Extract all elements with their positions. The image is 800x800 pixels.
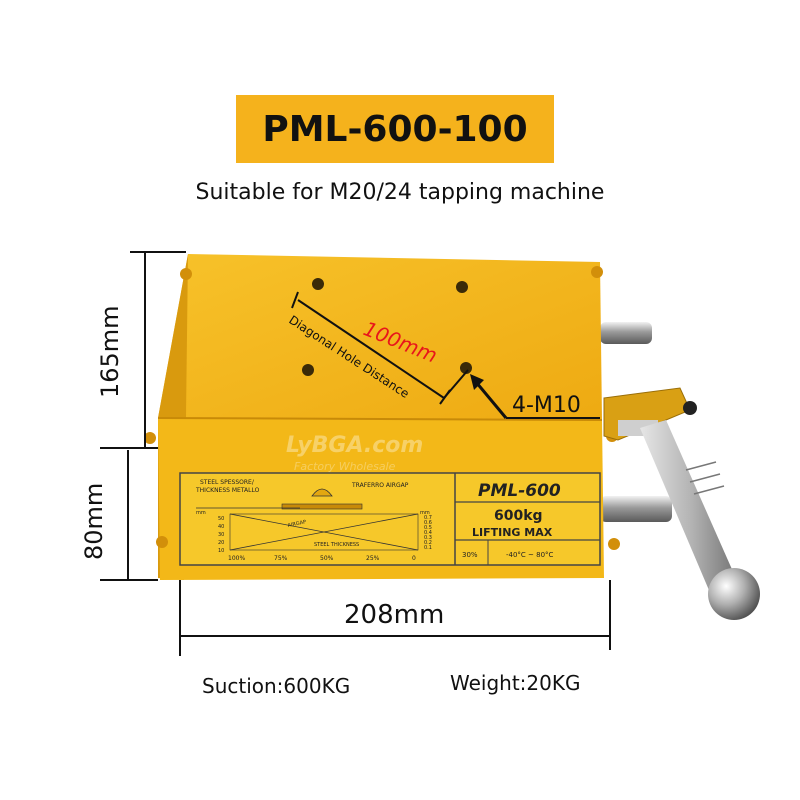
plate-right-tick-4: 0.3: [424, 535, 432, 541]
plate-right-tick-5: 0.2: [424, 540, 432, 546]
lower-rod: [600, 496, 672, 522]
plate-right-tick-3: 0.4: [424, 530, 432, 536]
lever-knob: [708, 568, 760, 620]
svg-text:TRAFERRO AIRGAP: TRAFERRO AIRGAP: [351, 482, 409, 489]
plate-model: PML-600: [478, 481, 561, 501]
plate-bottom-tick-1: 75%: [274, 555, 288, 562]
spec-plate: [179, 472, 601, 566]
plate-right-tick-0: 0.7: [424, 515, 432, 521]
watermark-brand: LyBGA.com: [286, 433, 423, 458]
svg-text:THICKNESS METALLO: THICKNESS METALLO: [195, 487, 260, 494]
plate-capacity: 600kg: [494, 508, 543, 524]
mount-hole: [302, 364, 314, 376]
width-label: 208mm: [344, 600, 445, 630]
plate-right-tick-1: 0.6: [424, 520, 432, 526]
mount-hole: [460, 362, 472, 374]
height-top-label: 165mm: [96, 305, 124, 398]
svg-text:AIRGAP: AIRGAP: [287, 519, 307, 529]
suction-spec: Suction:600KG: [202, 674, 351, 698]
plate-lifting: LIFTING MAX: [472, 526, 553, 539]
height-bottom-label: 80mm: [80, 482, 108, 560]
svg-text:STEEL SPESSORE/: STEEL SPESSORE/: [200, 479, 255, 486]
thread-label: 4-M10: [512, 393, 581, 418]
model-title-badge: PML-600-100: [236, 95, 554, 163]
plate-left-tick-0: 50: [218, 516, 224, 522]
model-title: PML-600-100: [262, 108, 528, 150]
plate-pct: 30%: [462, 551, 478, 559]
plate-bottom-tick-2: 50%: [320, 555, 334, 562]
plate-temp: -40°C ~ 80°C: [506, 551, 554, 559]
plate-left-tick-2: 30: [218, 532, 224, 538]
top-face: [158, 254, 602, 420]
svg-text:STEEL THICKNESS: STEEL THICKNESS: [314, 542, 359, 548]
plate-left-tick-4: 10: [218, 548, 224, 554]
plate-right-tick-2: 0.5: [424, 525, 432, 531]
plate-bottom-tick-4: 0: [412, 555, 416, 562]
mount-hole: [312, 278, 324, 290]
weight-spec: Weight:20KG: [450, 671, 581, 695]
subtitle: Suitable for M20/24 tapping machine: [195, 180, 605, 205]
svg-text:mm: mm: [196, 510, 206, 516]
watermark-tagline: Factory Wholesale: [294, 460, 396, 473]
mount-hole: [456, 281, 468, 293]
lever-handle: [640, 420, 742, 602]
plate-left-tick-1: 40: [218, 524, 224, 530]
plate-bottom-tick-0: 100%: [228, 555, 245, 562]
rear-rod: [600, 322, 652, 344]
plate-bottom-tick-3: 25%: [366, 555, 380, 562]
svg-text:mm: mm: [420, 510, 430, 516]
plate-left-tick-3: 20: [218, 540, 224, 546]
hole-distance-line: [297, 299, 445, 399]
plate-right-tick-6: 0.1: [424, 545, 432, 551]
